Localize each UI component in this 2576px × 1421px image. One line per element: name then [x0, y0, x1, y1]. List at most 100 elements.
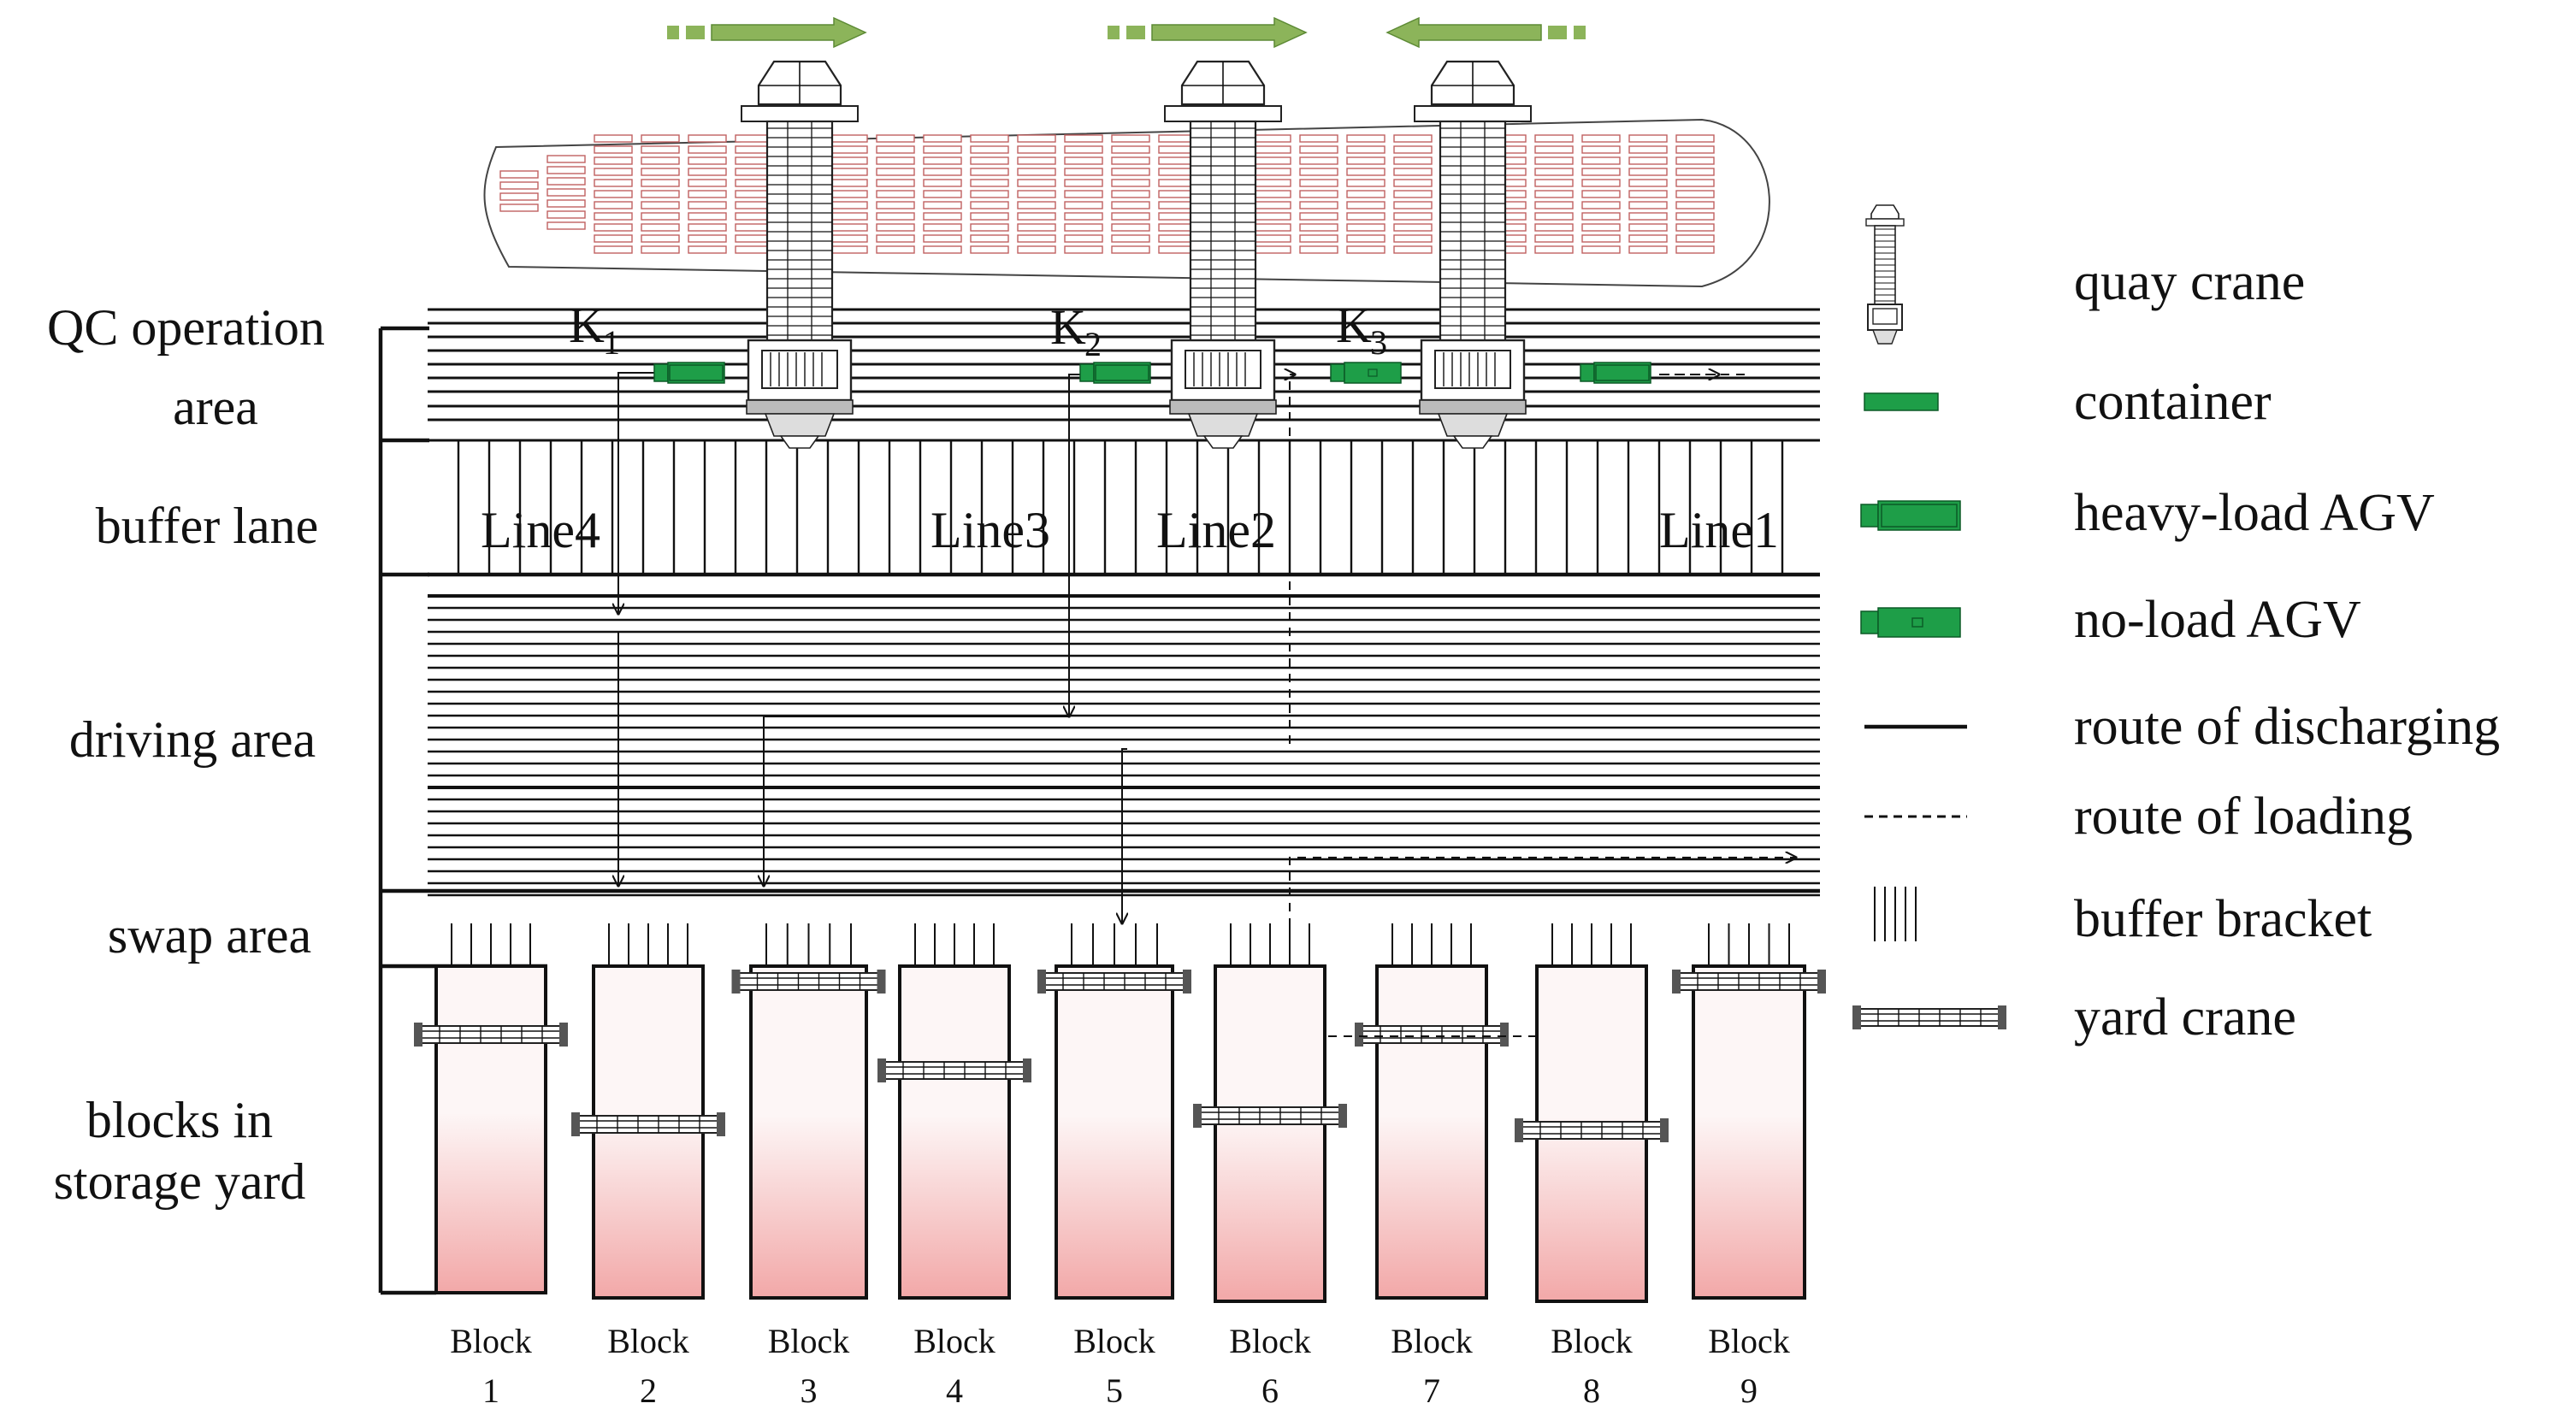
- ship-container: [688, 212, 727, 221]
- ship-container: [1675, 201, 1715, 209]
- ship-container: [1346, 245, 1385, 254]
- ship-container: [923, 134, 962, 143]
- block-label-num: 3: [801, 1371, 818, 1410]
- icon-part: [1865, 218, 1905, 227]
- yard-crane-frame: [1853, 1008, 2006, 1027]
- ship-container: [829, 223, 868, 232]
- ship-container: [1017, 190, 1056, 198]
- ship-container: [1628, 134, 1668, 143]
- route-loading-swap: [1289, 858, 1796, 927]
- yard-crane-frame: [1194, 1106, 1346, 1125]
- icon-part: [1852, 1005, 2006, 1029]
- ship-container: [1675, 245, 1715, 254]
- ship-container: [1581, 168, 1621, 176]
- crane-label-sub: 2: [1084, 325, 1102, 363]
- ship-container: [594, 201, 633, 209]
- ship-container: [1017, 201, 1056, 209]
- ship-container: [1581, 223, 1621, 232]
- crane-trolley: [761, 350, 838, 389]
- ship-container: [1017, 245, 1056, 254]
- ship-container: [641, 201, 680, 209]
- ship-container: [970, 212, 1009, 221]
- ship-container: [1299, 223, 1338, 232]
- ship-container: [688, 134, 727, 143]
- ship-container: [876, 145, 915, 154]
- ship-container: [970, 145, 1009, 154]
- crane-trolley: [1185, 350, 1261, 389]
- ship-container: [970, 223, 1009, 232]
- ship-container: [923, 201, 962, 209]
- yard-crane-frame: [572, 1115, 724, 1134]
- crane-boom: [765, 120, 834, 345]
- ship-container: [641, 223, 680, 232]
- ship-container: [1393, 190, 1433, 198]
- ship-container: [1346, 156, 1385, 165]
- crane-spreader: [764, 413, 836, 437]
- ship-container: [829, 190, 868, 198]
- zone-label-driving: driving area: [69, 711, 316, 768]
- block-label-word: Block: [768, 1322, 850, 1360]
- ship-container: [1534, 212, 1574, 221]
- ship-container: [923, 234, 962, 243]
- ship-container: [1111, 201, 1150, 209]
- block-label-num: 4: [946, 1371, 963, 1410]
- ship-container: [1534, 156, 1574, 165]
- crane-hook: [1452, 435, 1493, 449]
- yard-crane-leg: [1023, 1058, 1031, 1082]
- crane-label-k1: K1: [569, 298, 620, 362]
- ship-container: [1346, 234, 1385, 243]
- ship-container: [1252, 234, 1291, 243]
- ship-container: [1111, 212, 1150, 221]
- ship-container: [594, 156, 633, 165]
- crane-spreader: [1187, 413, 1259, 437]
- ship-container: [1111, 190, 1150, 198]
- ship-container: [1064, 179, 1103, 187]
- crane-hook: [1202, 435, 1244, 449]
- crane-boom: [1439, 120, 1507, 345]
- ship-container: [1064, 234, 1103, 243]
- yard-crane-leg: [1338, 1104, 1347, 1128]
- ship-container: [970, 156, 1009, 165]
- ship-container: [876, 190, 915, 198]
- yard-crane-frame: [415, 1025, 567, 1044]
- ship-container: [1111, 223, 1150, 232]
- ship-container: [1581, 201, 1621, 209]
- ship-container: [688, 190, 727, 198]
- yard-crane-leg: [414, 1023, 422, 1047]
- yard-crane: [414, 1023, 568, 1047]
- legend-label: buffer bracket: [2074, 890, 2372, 948]
- ship-container: [1628, 145, 1668, 154]
- ship-container: [876, 201, 915, 209]
- ship-container: [923, 245, 962, 254]
- ship-container: [970, 179, 1009, 187]
- ship-container: [1534, 190, 1574, 198]
- legend-label: route of loading: [2074, 787, 2413, 846]
- ship-container: [594, 212, 633, 221]
- ship-container: [1299, 145, 1338, 154]
- container-ship: [483, 118, 1770, 288]
- ship-container: [1064, 156, 1103, 165]
- agv-cab: [653, 363, 669, 382]
- yard-crane-frame: [1515, 1121, 1668, 1140]
- ship-container: [829, 234, 868, 243]
- block-label-word: Block: [1073, 1322, 1155, 1360]
- agv-cab: [1330, 363, 1345, 382]
- block-label-num: 2: [640, 1371, 657, 1410]
- agv-heavy-1: [653, 362, 725, 384]
- crane-legs: [1419, 399, 1527, 415]
- ship-container: [499, 192, 539, 201]
- icon-part: [1877, 607, 1961, 638]
- block-label-word: Block: [1708, 1322, 1790, 1360]
- legend-label: route of discharging: [2074, 698, 2500, 756]
- ship-container: [1064, 134, 1103, 143]
- agv-cab: [1580, 363, 1595, 382]
- ship-container: [1346, 201, 1385, 209]
- yard-crane: [731, 970, 886, 994]
- agv-container: [669, 364, 724, 381]
- legend-item-noload-agv: no-load AGV: [1860, 591, 2361, 649]
- ship-container: [829, 245, 868, 254]
